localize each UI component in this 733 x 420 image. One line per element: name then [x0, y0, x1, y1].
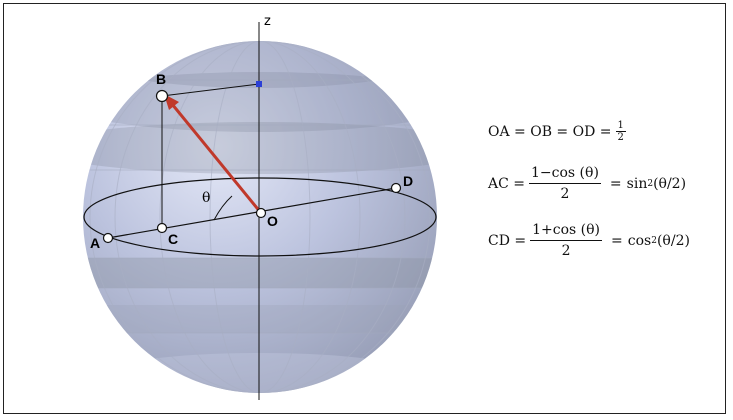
formula-radius: OA = OB = OD = 1 2: [488, 112, 723, 152]
label-A: A: [90, 235, 100, 251]
line-B-to-axis: [161, 83, 260, 97]
point-B: [155, 89, 169, 103]
formula-radius-lhs: OA = OB = OD =: [488, 124, 612, 140]
line-A-to-D: [107, 187, 397, 239]
formula-ac-lhs: AC =: [488, 176, 526, 192]
formula-cd-fraction: 1+cos (θ) 2: [530, 221, 603, 259]
label-B: B: [156, 71, 166, 87]
point-C: [156, 222, 168, 234]
vector-OB: [170, 103, 263, 214]
theta-label: θ: [202, 190, 210, 206]
formula-radius-fraction: 1 2: [615, 120, 626, 143]
projection-point: [256, 81, 262, 87]
theta-arc: [213, 195, 233, 221]
point-D: [390, 182, 402, 194]
label-O: O: [267, 213, 278, 229]
formula-ac-fraction: 1−cos (θ) 2: [529, 164, 601, 202]
point-A: [102, 232, 114, 244]
equator: [83, 177, 437, 257]
label-C: C: [168, 231, 178, 247]
z-axis-label: z: [264, 14, 271, 29]
label-D: D: [403, 173, 413, 189]
formula-cd-lhs: CD =: [488, 233, 527, 249]
formula-panel: OA = OB = OD = 1 2 AC = 1−cos (θ) 2 = si…: [488, 112, 723, 269]
point-O: [255, 207, 267, 219]
